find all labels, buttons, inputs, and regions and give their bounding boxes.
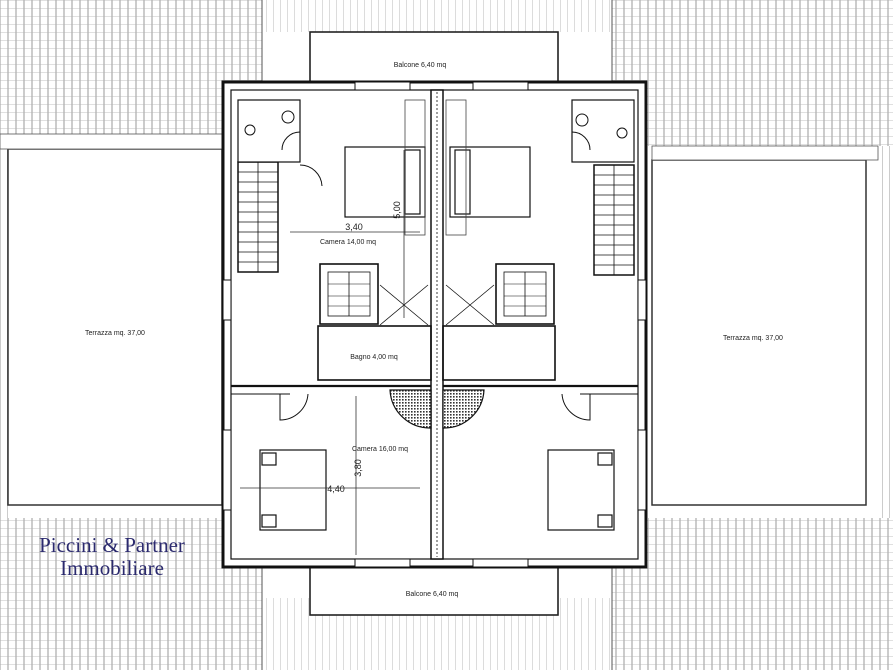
bed-upper-right [449,146,531,218]
dim-upper-depth: 5,00 [392,201,402,219]
stair-left [237,161,279,273]
doors [279,164,591,421]
terrace-left-label: Terrazza mq. 37,00 [85,330,145,337]
agency-watermark: Piccini & Partner Immobiliare [22,534,202,580]
dim-lower-width: 4,40 [327,484,345,494]
bed-lower-left [259,449,327,531]
dimension-lines [240,150,420,555]
terrace-left [0,133,223,506]
wc-top-right [571,99,635,163]
terrace-right-label: Terrazza mq. 37,00 [723,335,783,342]
bathroom-label: Bagno 4,00 mq [350,354,398,361]
balcony-top [309,31,559,85]
shower-trays [389,389,485,429]
dim-lower-depth: 3,80 [353,459,363,477]
stair-right [593,164,635,276]
watermark-line2: Immobiliare [60,556,164,580]
dim-upper-width: 3,40 [345,222,363,232]
balcony-bottom [309,566,559,616]
central-stair-right [445,263,555,326]
wc-top-left [237,99,301,163]
room-upper-label: Camera 14,00 mq [320,239,376,246]
watermark-line1: Piccini & Partner [39,533,185,557]
room-lower-label: Camera 16,00 mq [352,446,408,453]
central-stair-left [319,263,429,326]
balcony-top-label: Balcone 6,40 mq [394,62,447,69]
terrace-right [651,145,879,506]
bed-lower-right [547,449,615,531]
bathroom-block [317,325,556,381]
balcony-bottom-label: Balcone 6,40 mq [406,591,459,598]
bed-upper-left [344,146,426,218]
